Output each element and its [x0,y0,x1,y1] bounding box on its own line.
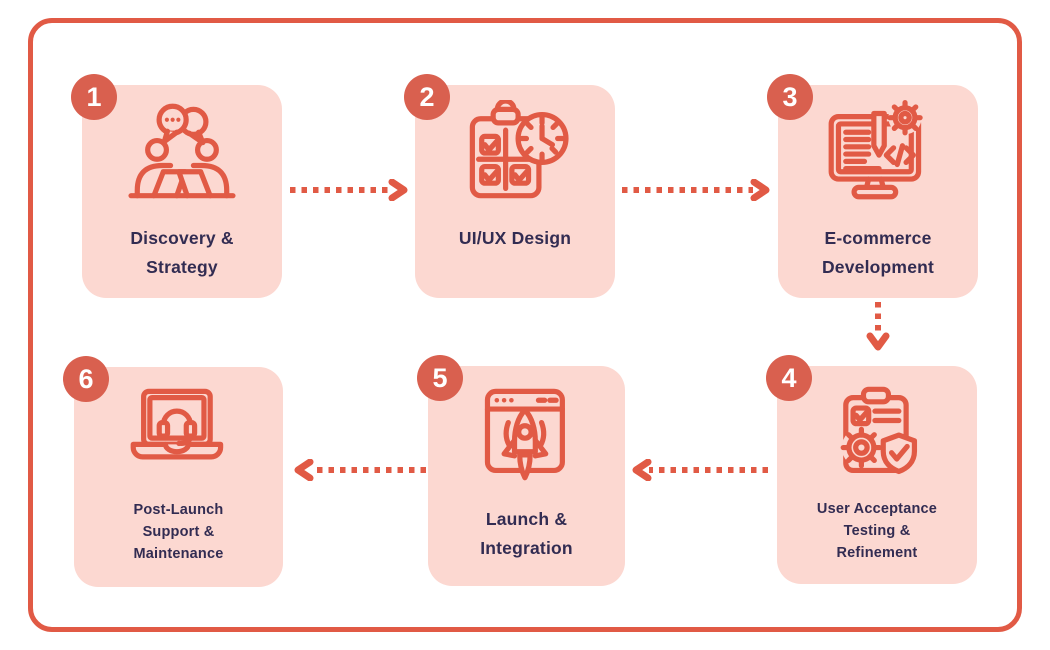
step-card-launch-integration: 5 Launch & Integration [417,355,625,586]
arrow-step3-to-step4 [866,302,890,351]
step-number-badge: 2 [404,74,450,120]
team-discussion-icon [120,98,244,206]
monitor-code-gear-icon [816,98,940,206]
step-label: Launch & Integration [480,509,573,559]
step-card-post-launch-support: 6 Post-Launch Support & Maintenance [63,356,283,587]
step-card-ecommerce-development: 3 E-commerce Development [767,74,978,298]
arrow-step1-to-step2 [290,179,408,201]
step-card-uiux-design: 2 UI/UX Design [404,74,615,298]
step-label: UI/UX Design [458,228,572,248]
step-label: Discovery & Strategy [130,228,234,278]
clipboard-gear-shield-icon [815,379,939,487]
step-card-user-acceptance-testing: 4 User Acceptance Testing & Refinement [766,355,977,584]
step-number-badge: 6 [63,356,109,402]
step-number-badge: 3 [767,74,813,120]
step-number-badge: 1 [71,74,117,120]
step-label: User Acceptance Testing & Refinement [816,501,938,561]
step-label: E-commerce Development [821,228,935,278]
step-card-discovery-strategy: 1 Discovery & Strategy [71,74,282,298]
step-number-badge: 5 [417,355,463,401]
browser-rocket-icon [465,379,589,487]
laptop-headset-icon [117,380,241,488]
step-number-badge: 4 [766,355,812,401]
arrow-step5-to-step6 [294,459,426,481]
arrow-step4-to-step5 [632,459,768,481]
checklist-clock-icon [453,98,577,206]
outer-border-frame [28,18,1022,632]
step-label: Post-Launch Support & Maintenance [133,502,224,562]
arrow-step2-to-step3 [622,179,770,201]
